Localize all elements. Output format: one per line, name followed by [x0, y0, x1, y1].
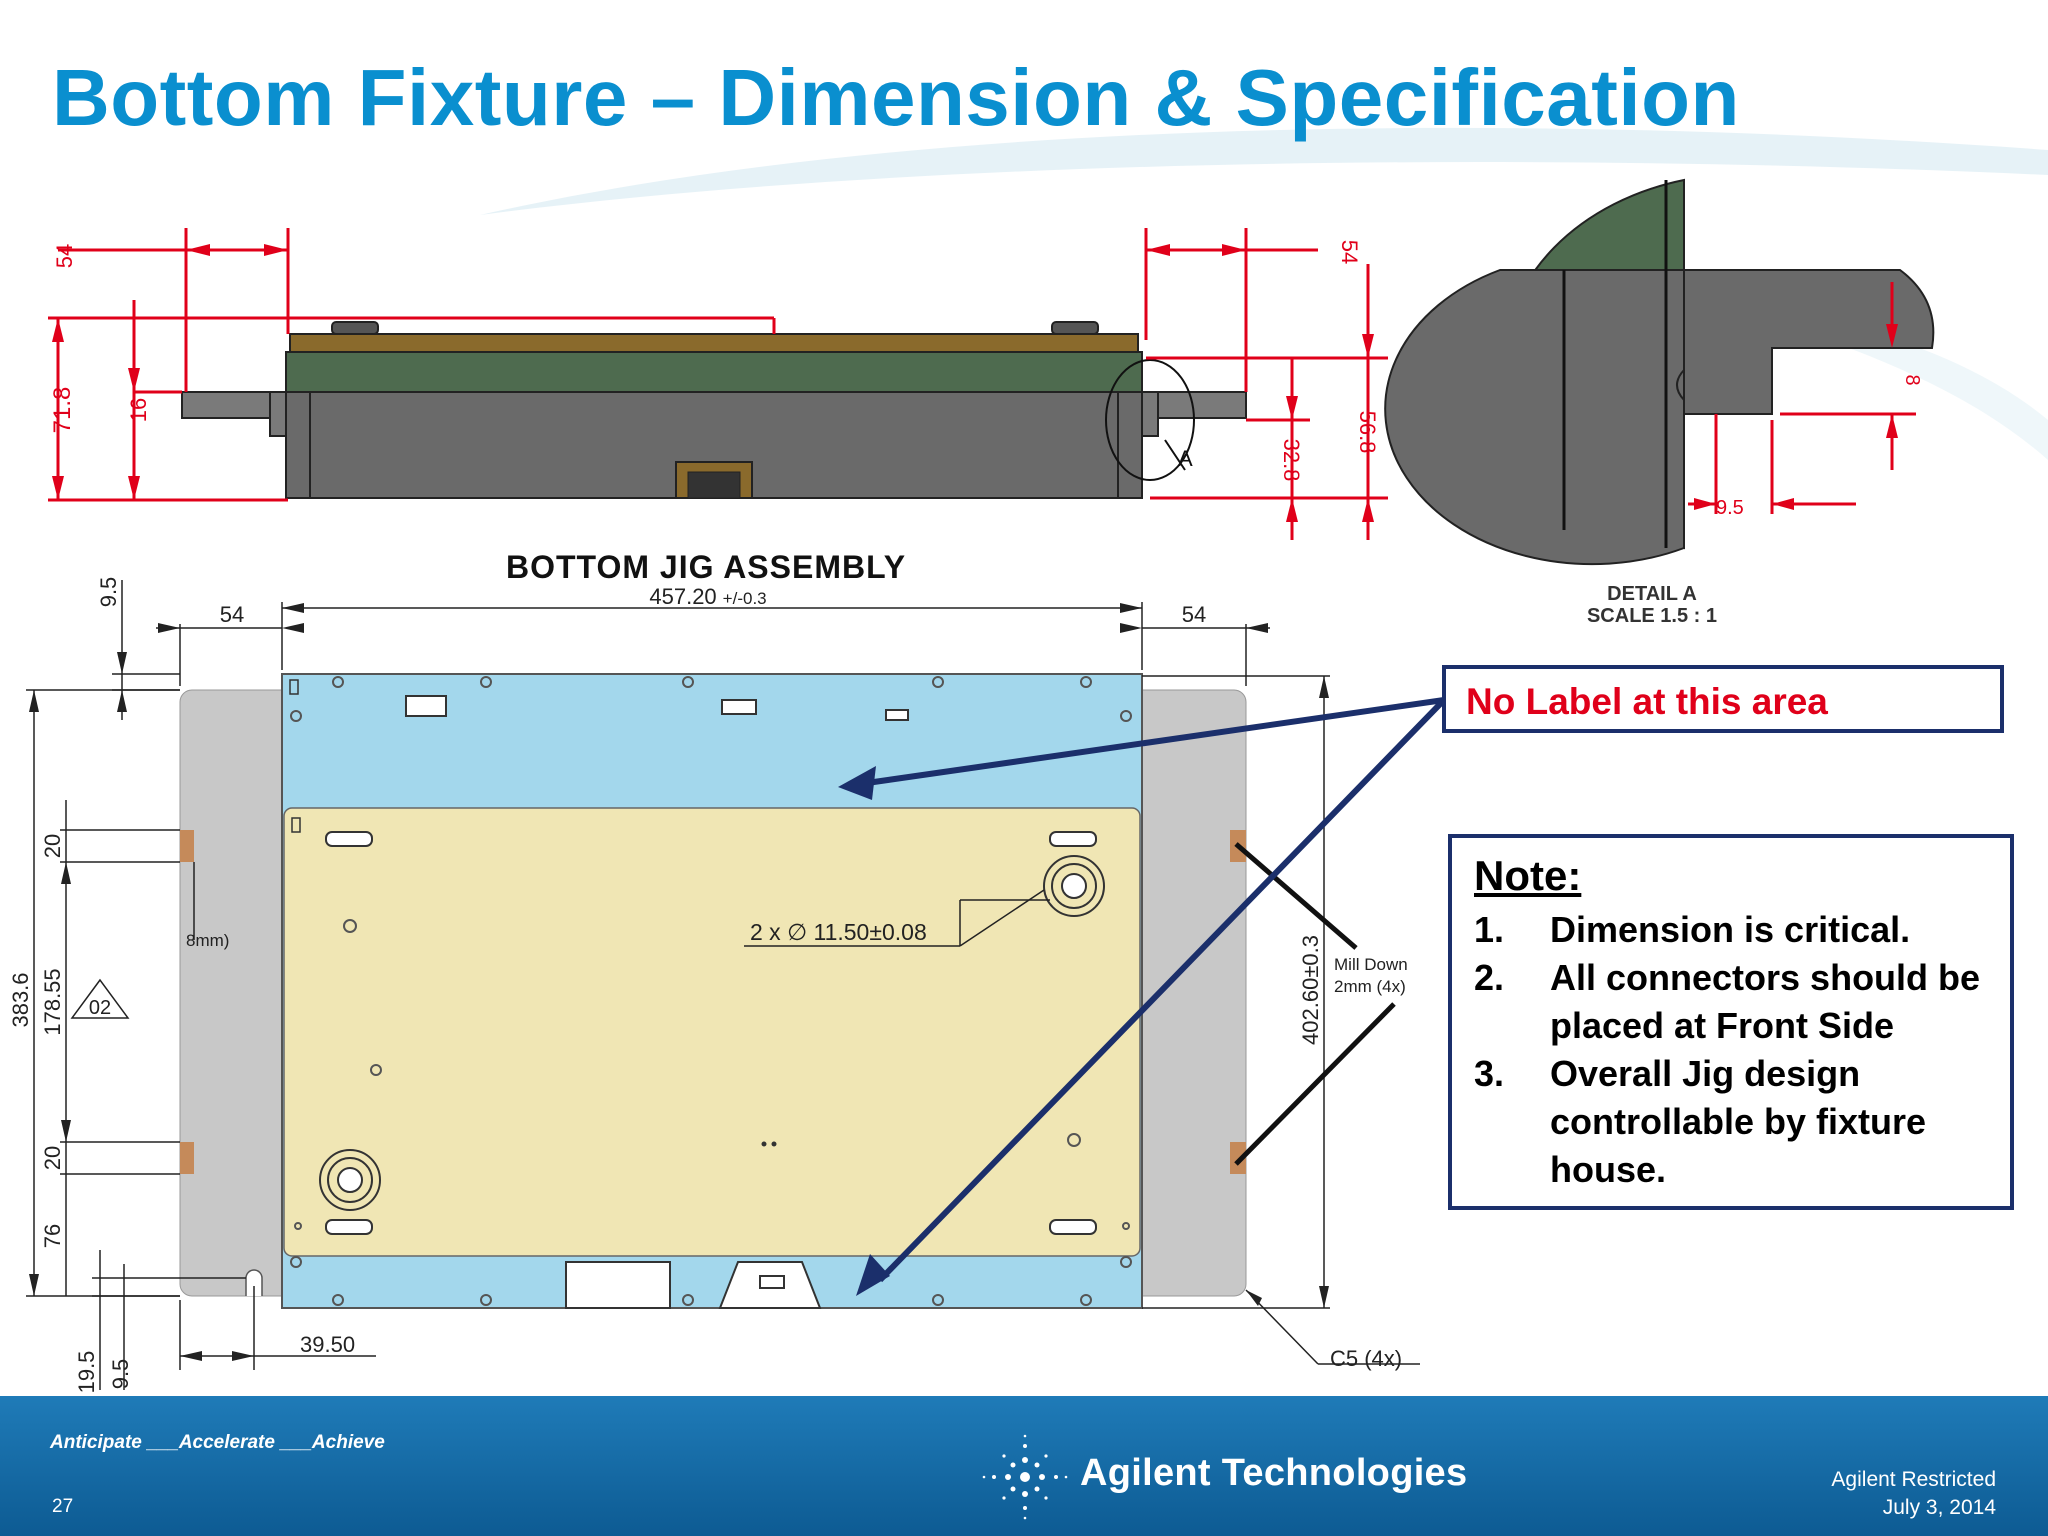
dim-32-8: 32.8 — [1279, 439, 1304, 482]
dim-54-left: 54 — [52, 244, 77, 268]
engineering-drawing: A — [8, 178, 1935, 1393]
detail-a-view: 8 9.5 DETAIL A SCALE 1.5 : 1 — [1384, 178, 1935, 627]
dim-overall-width: 457.20+/-0.3 — [649, 584, 766, 609]
hole-spec: 2 x ∅ 11.50±0.08 — [750, 919, 927, 945]
note-item: 1. Dimension is critical. — [1474, 906, 1988, 954]
footer-meta: Agilent Restricted July 3, 2014 — [1831, 1466, 1996, 1522]
dim-56-8: 56.8 — [1355, 411, 1380, 454]
note-item: 2. All connectors should be placed at Fro… — [1474, 954, 1988, 1050]
arrow-head-bottom — [856, 1254, 890, 1296]
arrow-head-top — [838, 766, 876, 800]
dim-top-offset: 9.5 — [96, 577, 121, 608]
note-list: 1. Dimension is critical. 2. All connector… — [1474, 906, 1988, 1194]
no-label-callout-text: No Label at this area — [1466, 681, 1828, 722]
note-item-number: 2. — [1474, 957, 1505, 998]
footer-tagline: Anticipate ___Accelerate ___Achieve — [50, 1432, 385, 1453]
company-name: Agilent Technologies — [1080, 1452, 1468, 1494]
mill-down-line1: Mill Down — [1334, 955, 1408, 974]
footer-date: July 3, 2014 — [1882, 1496, 1996, 1519]
note-item-text: Overall Jig design controllable by fixtu… — [1550, 1053, 1927, 1190]
note-title: Note: — [1474, 852, 1582, 899]
dim-16: 16 — [126, 398, 151, 422]
no-label-callout: No Label at this area — [1442, 665, 2004, 733]
company-logo: Agilent Technologies — [980, 1432, 1467, 1522]
dim-9-5-bottom: 9.5 — [108, 1359, 133, 1390]
detail-dim-9-5: 9.5 — [1716, 497, 1744, 519]
callout-arrows — [859, 697, 1447, 1283]
dim-71-8: 71.8 — [49, 387, 76, 434]
note-item-number: 1. — [1474, 909, 1505, 950]
note-item-text: Dimension is critical. — [1550, 909, 1911, 950]
page-number: 27 — [52, 1496, 74, 1517]
note-item: 3. Overall Jig design controllable by fix… — [1474, 1050, 1988, 1194]
detail-marker-text: A — [1178, 446, 1193, 471]
dim-19-5: 19.5 — [74, 1351, 99, 1394]
dim-height-plate: 402.60±0.3 — [1298, 935, 1323, 1045]
dim-right-offset: 54 — [1182, 602, 1206, 627]
side-view: A — [48, 228, 1388, 540]
detail-dim-8: 8 — [1901, 374, 1923, 385]
mill-down-line2: 2mm (4x) — [1334, 977, 1406, 996]
dim-height-outer: 383.6 — [8, 972, 33, 1027]
plan-heading: BOTTOM JIG ASSEMBLY — [506, 549, 906, 585]
dim-slot-top: 20 — [40, 834, 65, 858]
dim-bottom-offset: 76 — [40, 1224, 65, 1248]
dim-39-50: 39.50 — [300, 1332, 355, 1357]
detail-caption-title: DETAIL A — [1607, 583, 1697, 605]
dim-slot-pitch: 178.55 — [40, 968, 65, 1035]
detail-caption-scale: SCALE 1.5 : 1 — [1587, 605, 1717, 627]
plan-view: BOTTOM JIG ASSEMBLY — [8, 549, 1420, 1393]
note-8mm: 8mm) — [186, 931, 229, 950]
note-box: Note: 1. Dimension is critical. 2. All con… — [1448, 834, 2014, 1210]
agilent-spark-icon — [982, 1434, 1068, 1520]
note-item-number: 3. — [1474, 1053, 1505, 1094]
dim-slot-bottom: 20 — [40, 1146, 65, 1170]
dim-54-right: 54 — [1337, 240, 1362, 264]
rev-mark: 02 — [89, 997, 111, 1019]
dim-left-offset: 54 — [220, 602, 244, 627]
footer-bar: Anticipate ___Accelerate ___Achieve 27 — [0, 1396, 2048, 1536]
slide-title: Bottom Fixture – Dimension & Specificati… — [52, 53, 1740, 142]
chamfer-note: C5 (4x) — [1330, 1346, 1402, 1371]
classification-label: Agilent Restricted — [1831, 1468, 1996, 1491]
note-item-text: All connectors should be placed at Front… — [1550, 957, 1981, 1046]
